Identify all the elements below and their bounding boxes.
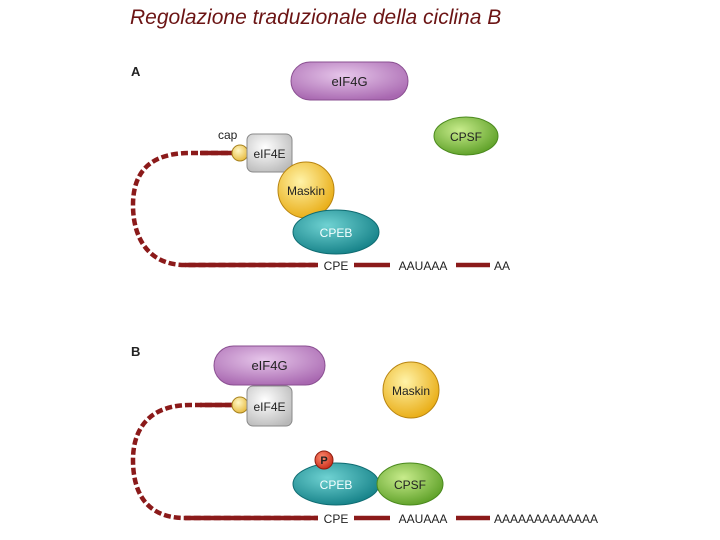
- panel-a-cap-label: cap: [218, 128, 238, 142]
- panel-b-polya-label: AAAAAAAAAAAAA: [494, 512, 598, 526]
- panel-b-letter: B: [131, 344, 140, 359]
- panel-a-eif4g-label: eIF4G: [331, 74, 367, 89]
- panel-a-maskin: Maskin: [277, 161, 335, 219]
- panel-b-cpsf: CPSF: [376, 462, 444, 506]
- panel-b-eif4e-label: eIF4E: [253, 400, 285, 414]
- panel-a-mrna: [130, 150, 490, 268]
- panel-b-maskin: Maskin: [382, 361, 440, 419]
- panel-a-aauaaa-label: AAUAAA: [399, 259, 448, 273]
- panel-b-maskin-label: Maskin: [392, 384, 430, 398]
- panel-b-phosphate-label: P: [320, 455, 327, 467]
- slide-title: Regolazione traduzionale della ciclina B: [130, 6, 502, 29]
- panel-a-eif4g: eIF4G: [290, 61, 409, 101]
- panel-a-cpsf-label: CPSF: [450, 130, 482, 144]
- panel-b-phosphate: P: [314, 450, 334, 470]
- panel-a-eif4e: eIF4E: [246, 133, 293, 173]
- panel-b-cpsf-label: CPSF: [394, 478, 426, 492]
- panel-b-cap-icon: [231, 396, 249, 414]
- panel-b: B eIF4G Maskin eIF4E CPEB: [130, 344, 598, 526]
- panel-a-letter: A: [131, 64, 141, 79]
- panel-b-aauaaa-label: AAUAAA: [399, 512, 448, 526]
- panel-a-cpe-label: CPE: [324, 259, 349, 273]
- panel-b-eif4e: eIF4E: [246, 385, 293, 427]
- panel-a-cpeb: CPEB: [292, 209, 380, 255]
- panel-a-polya-label: AA: [494, 259, 510, 273]
- panel-b-cpeb-label: CPEB: [320, 478, 353, 492]
- panel-b-eif4g-label: eIF4G: [251, 358, 287, 373]
- panel-a-eif4e-label: eIF4E: [253, 147, 285, 161]
- panel-a-cap-icon: [231, 144, 249, 162]
- panel-b-eif4g: eIF4G: [213, 345, 326, 386]
- panel-a-maskin-label: Maskin: [287, 184, 325, 198]
- panel-b-mrna: [130, 402, 490, 521]
- panel-a-cpeb-label: CPEB: [320, 226, 353, 240]
- panel-b-cpe-label: CPE: [324, 512, 349, 526]
- panel-b-cpeb: CPEB: [292, 462, 380, 506]
- panel-a-cpsf: CPSF: [433, 116, 499, 156]
- panel-a: A eIF4G CPSF cap eIF4E: [130, 61, 510, 273]
